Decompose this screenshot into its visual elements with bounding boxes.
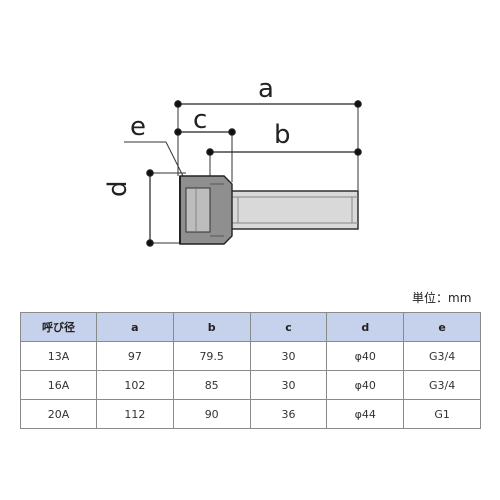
table-cell: 90 [172,399,251,429]
table-row: 20A 112 90 36 φ44 G1 [20,399,481,429]
fitting-dimension-drawing: a c b e d [103,74,362,247]
table-cell: 97 [96,341,174,371]
unit-note: 単位：mm [412,291,472,305]
header-nominal-size: 呼び径 [20,312,97,342]
table-cell: 30 [249,341,328,371]
label-b: b [274,120,291,150]
table-cell: 20A [20,399,97,429]
table-cell: 16A [20,370,97,400]
table-cell: 13A [20,341,97,371]
header-d: d [326,312,405,342]
label-d: d [103,180,133,197]
table-cell: φ40 [326,370,405,400]
table-cell: 85 [172,370,251,400]
table-cell: G3/4 [403,370,481,400]
union-nut [179,175,233,245]
table-cell: φ40 [326,341,405,371]
table-cell: 30 [249,370,328,400]
table-header-row: 呼び径 a b c d e [20,312,481,342]
table-row: 16A 102 85 30 φ40 G3/4 [20,370,481,400]
label-a: a [258,74,274,104]
header-a: a [96,312,174,342]
label-c: c [193,105,207,135]
table-cell: G1 [403,399,481,429]
header-c: c [249,312,328,342]
table-cell: 112 [96,399,174,429]
pipe-body [229,190,359,230]
table-row: 13A 97 79.5 30 φ40 G3/4 [20,341,481,371]
table-cell: G3/4 [403,341,481,371]
table-cell: 36 [249,399,328,429]
spec-table: 呼び径 a b c d e 13A 97 79.5 30 φ40 G3/4 16… [20,312,481,429]
header-e: e [403,312,481,342]
table-cell: 102 [96,370,174,400]
dimension-lines [146,100,362,247]
table-cell: φ44 [326,399,405,429]
extension-lines [124,100,359,244]
table-cell: 79.5 [172,341,251,371]
label-e: e [130,112,146,142]
header-b: b [172,312,251,342]
